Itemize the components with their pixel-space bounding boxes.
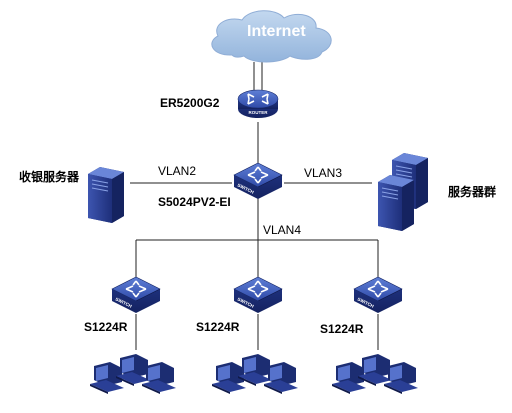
- pc-group-icon-2: [212, 354, 298, 394]
- server-group-label: 服务器群: [448, 185, 497, 199]
- server-group-icon: [377, 152, 429, 232]
- vlan3-label: VLAN3: [304, 166, 343, 180]
- router-name-label: ER5200G2: [160, 96, 220, 110]
- access-switch-icon-2: SWITCH: [233, 276, 283, 314]
- access-switch-2-name-label: S1224R: [196, 320, 240, 334]
- router-icon: ROUTER: [237, 89, 279, 119]
- vlan4-label: VLAN4: [263, 223, 302, 237]
- vlan2-label: VLAN2: [158, 164, 197, 178]
- pc-group-icon-1: [90, 354, 176, 394]
- pc-group-icon-3: [332, 354, 418, 394]
- internet-label: Internet: [247, 23, 306, 40]
- core-switch-icon: SWITCH: [233, 162, 283, 200]
- access-switch-icon-1: SWITCH: [111, 276, 161, 314]
- cashier-server-icon: [87, 166, 125, 224]
- internet-cloud-icon: [211, 10, 332, 63]
- cashier-server-label: 收银服务器: [19, 170, 80, 184]
- access-switch-1-name-label: S1224R: [84, 320, 128, 334]
- connection-lines: [130, 62, 379, 350]
- router-device-text: ROUTER: [249, 110, 269, 115]
- access-switch-icon-3: SWITCH: [353, 276, 403, 314]
- access-switch-3-name-label: S1224R: [320, 322, 364, 336]
- core-switch-name-label: S5024PV2-EI: [158, 195, 231, 209]
